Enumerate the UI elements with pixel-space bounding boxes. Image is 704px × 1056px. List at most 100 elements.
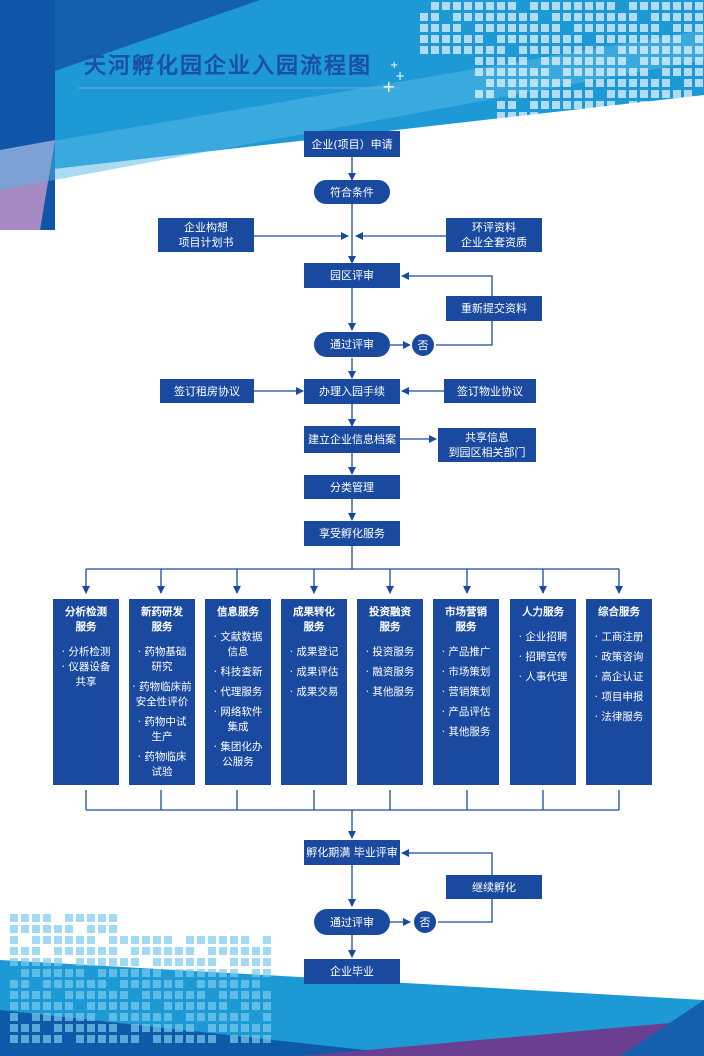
map-dot	[230, 936, 238, 944]
map-dot	[629, 79, 637, 87]
map-dot	[164, 991, 172, 999]
map-dot	[153, 936, 161, 944]
map-dot	[32, 936, 40, 944]
map-dot	[142, 936, 150, 944]
map-dot	[508, 90, 516, 98]
map-dot	[596, 79, 604, 87]
map-dot	[684, 90, 692, 98]
map-dot	[497, 112, 505, 120]
property-agreement-box: 签订物业协议	[444, 379, 536, 403]
map-dot	[32, 1013, 40, 1021]
service-item: · 产品推广	[441, 646, 491, 658]
map-dot	[464, 13, 472, 21]
map-dot	[54, 947, 62, 955]
map-dot	[519, 112, 527, 120]
map-dot	[186, 1024, 194, 1032]
map-dot	[43, 1013, 51, 1021]
map-dot	[230, 991, 238, 999]
service-item: · 集团化办 公服务	[213, 741, 263, 768]
map-dot	[695, 123, 703, 131]
pass-review-box-1: 通过评审	[314, 332, 390, 357]
map-dot	[21, 925, 29, 933]
map-dot	[563, 134, 571, 142]
business-plan-line1: 企业构想	[184, 221, 228, 234]
map-dot	[208, 936, 216, 944]
map-dot	[684, 13, 692, 21]
map-dot	[252, 980, 260, 988]
map-dot	[519, 90, 527, 98]
map-dot	[21, 991, 29, 999]
map-dot	[640, 57, 648, 65]
map-dot	[252, 1024, 260, 1032]
map-dot	[153, 980, 161, 988]
map-dot	[142, 991, 150, 999]
map-dot	[76, 936, 84, 944]
map-dot	[662, 68, 670, 76]
map-dot	[651, 112, 659, 120]
map-dot	[208, 1002, 216, 1010]
map-dot	[596, 101, 604, 109]
map-dot	[464, 46, 472, 54]
map-dot	[164, 936, 172, 944]
map-dot	[230, 980, 238, 988]
map-dot	[585, 2, 593, 10]
map-dot	[65, 991, 73, 999]
map-dot	[508, 2, 516, 10]
map-dot	[640, 2, 648, 10]
map-dot	[530, 112, 538, 120]
map-dot	[263, 936, 271, 944]
map-dot	[131, 958, 139, 966]
map-dot	[585, 57, 593, 65]
map-dot	[197, 958, 205, 966]
service-item: · 政策咨询	[594, 651, 644, 663]
map-dot	[519, 167, 527, 175]
map-dot	[197, 980, 205, 988]
map-dot	[464, 2, 472, 10]
map-dot	[87, 1002, 95, 1010]
map-dot	[552, 156, 560, 164]
service-item: · 成果交易	[289, 686, 339, 698]
map-dot	[629, 134, 637, 142]
map-dot	[574, 35, 582, 43]
map-dot	[186, 958, 194, 966]
map-dot	[54, 1013, 62, 1021]
map-dot	[65, 925, 73, 933]
map-dot	[10, 958, 18, 966]
map-dot	[651, 123, 659, 131]
service-item: · 代理服务	[213, 686, 263, 698]
map-dot	[65, 914, 73, 922]
map-dot	[131, 1013, 139, 1021]
map-dot	[475, 68, 483, 76]
map-dot	[596, 13, 604, 21]
map-dot	[673, 68, 681, 76]
map-dot	[519, 123, 527, 131]
svg-text:+: +	[395, 69, 405, 83]
map-dot	[695, 2, 703, 10]
map-dot	[530, 35, 538, 43]
map-dot	[618, 134, 626, 142]
map-dot	[32, 991, 40, 999]
map-dot	[252, 958, 260, 966]
map-dot	[252, 1002, 260, 1010]
service-item: · 药物基础 研究	[137, 646, 187, 673]
map-dot	[87, 958, 95, 966]
map-dot	[197, 1013, 205, 1021]
map-dot	[21, 947, 29, 955]
map-dot	[109, 1013, 117, 1021]
map-dot	[508, 79, 516, 87]
map-dot	[175, 947, 183, 955]
map-dot	[508, 123, 516, 131]
map-dot	[76, 969, 84, 977]
map-dot	[574, 24, 582, 32]
map-dot	[475, 24, 483, 32]
map-dot	[607, 112, 615, 120]
map-dot	[530, 46, 538, 54]
map-dot	[695, 79, 703, 87]
map-dot	[54, 936, 62, 944]
svg-text:+: +	[390, 60, 398, 71]
map-dot	[263, 1002, 271, 1010]
map-dot	[87, 980, 95, 988]
map-dot	[508, 13, 516, 21]
map-dot	[486, 79, 494, 87]
